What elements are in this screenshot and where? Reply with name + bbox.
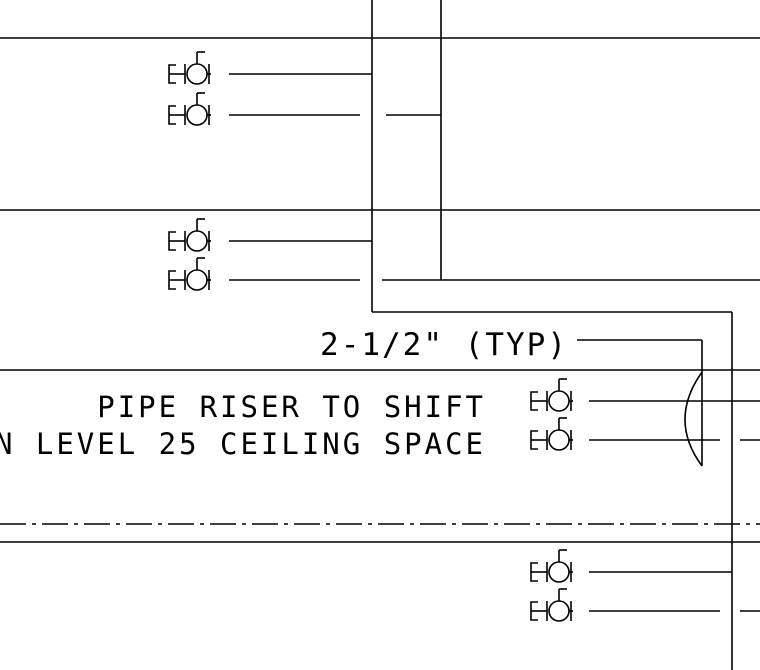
pipe-runs	[371, 0, 760, 670]
riser-note-line-1: PIPE RISER TO SHIFT	[97, 390, 486, 424]
gate-valve-icon	[530, 417, 574, 451]
grid-lines	[0, 37, 760, 543]
gate-valve-icon	[168, 257, 212, 291]
riser-shift-arc	[684, 371, 703, 467]
gate-valve-icon	[530, 378, 574, 412]
gate-valve-icon	[530, 588, 574, 622]
gate-valve-icon	[168, 92, 212, 126]
gate-valve-icon	[530, 549, 574, 583]
riser-note-line-2: IN LEVEL 25 CEILING SPACE	[0, 427, 486, 461]
pipe-size-callout	[577, 339, 703, 467]
pipe-size-label: 2-1/2" (TYP)	[320, 327, 568, 363]
branch-pipes	[229, 73, 760, 612]
gate-valve-icon	[168, 51, 212, 85]
gate-valve-icon	[168, 218, 212, 252]
